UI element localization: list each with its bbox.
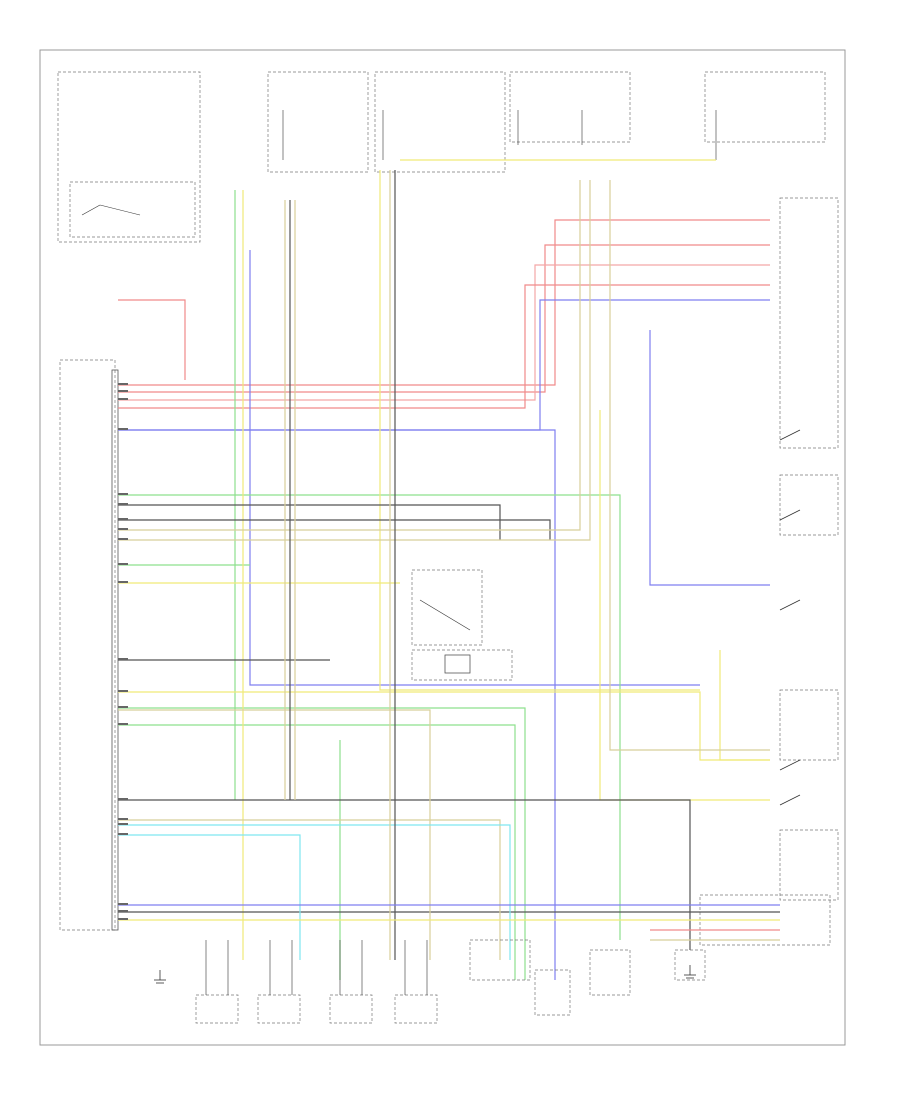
left-front-wheel-sensor [195, 940, 239, 1024]
fuse-panel-group [57, 71, 826, 243]
right-front-wheel-sensor [257, 940, 301, 1024]
center-relay [411, 569, 513, 681]
switch-icon [779, 429, 801, 806]
module-pin-marks [118, 383, 128, 920]
hydraulic-unit [779, 197, 839, 449]
diagram-frame [39, 49, 846, 1046]
ground-icon [154, 965, 696, 984]
module [59, 359, 119, 931]
right-switch-block [779, 474, 839, 901]
relay-box [69, 181, 196, 238]
left-rear-wheel-sensor [329, 940, 373, 1024]
right-rear-wheel-sensor [394, 940, 438, 1024]
data-link-connector [469, 939, 531, 981]
bottom-connectors [534, 949, 706, 1016]
